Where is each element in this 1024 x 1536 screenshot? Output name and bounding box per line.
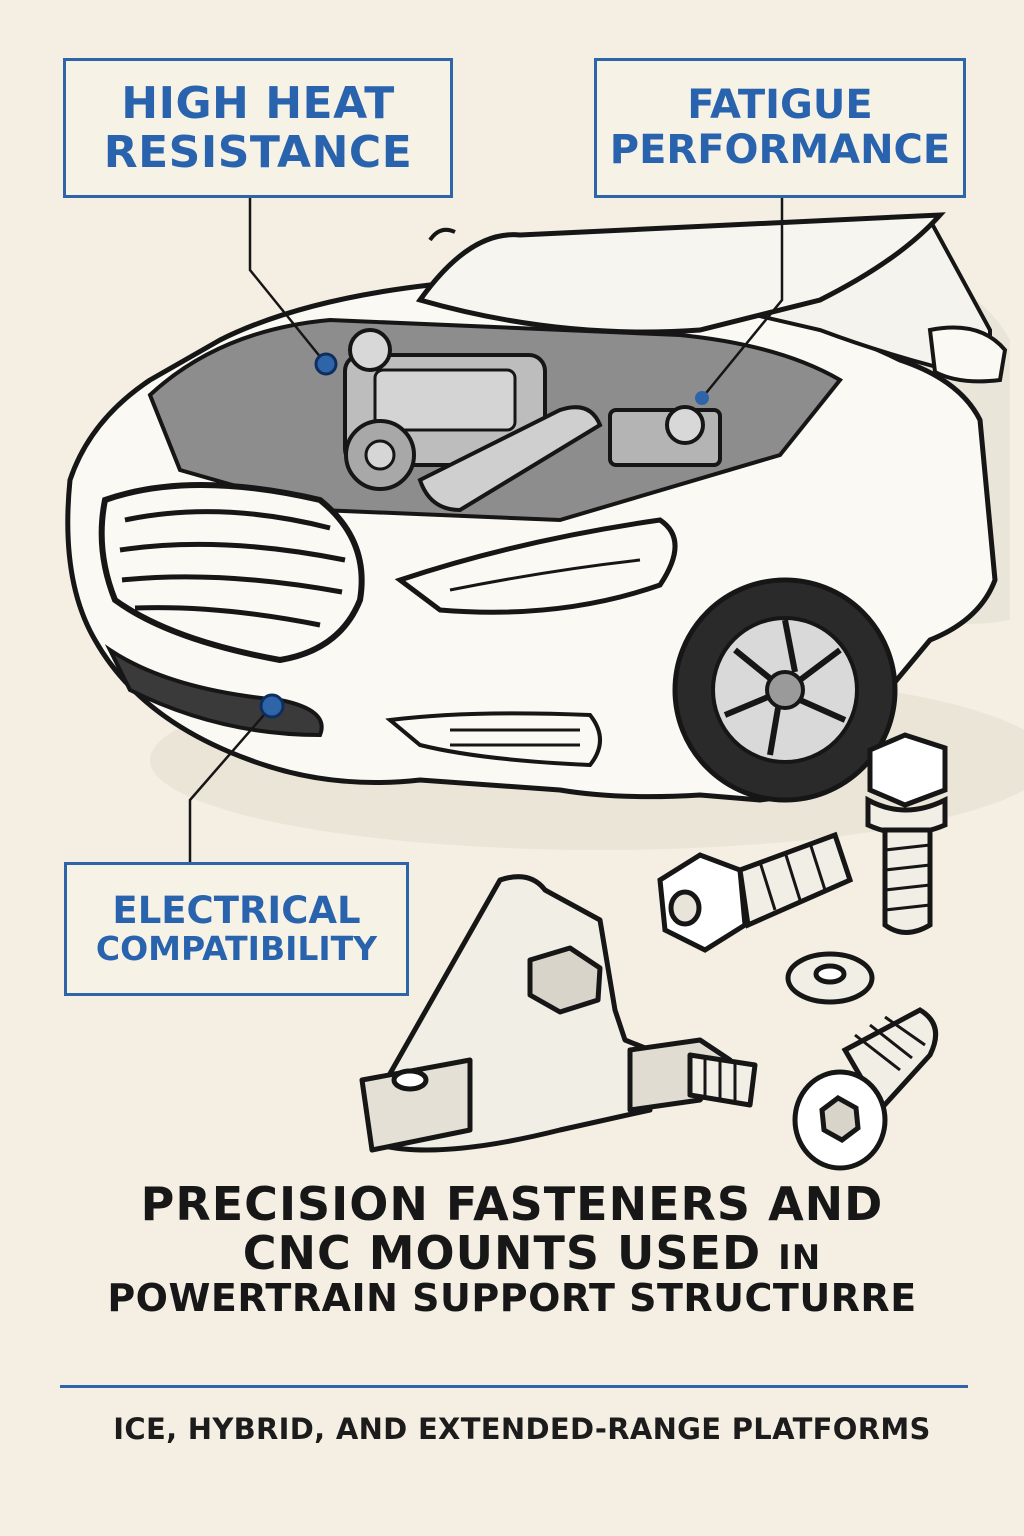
callout-line: COMPATIBILITY xyxy=(95,929,378,969)
hood-stay xyxy=(428,227,456,242)
headline: PRECISION FASTENERS AND CNC MOUNTS USED … xyxy=(0,1180,1024,1318)
leader-lines xyxy=(188,198,784,862)
side-mirror xyxy=(927,325,1008,384)
front-grille xyxy=(98,482,365,664)
headline-line-3: POWERTRAIN SUPPORT STRUCTURRE xyxy=(107,1275,917,1320)
divider-rule xyxy=(60,1385,968,1388)
socket-bolt-icon xyxy=(792,1007,939,1171)
strut-mount-left xyxy=(348,328,392,372)
callout-electrical-compatibility: ELECTRICAL COMPATIBILITY xyxy=(64,862,409,996)
washer-icon xyxy=(785,951,875,1005)
marker-dot xyxy=(314,352,338,376)
marker-dot xyxy=(695,391,709,405)
callout-line: RESISTANCE xyxy=(103,127,413,178)
strut-mount-right xyxy=(665,405,705,445)
headline-line-1: PRECISION FASTENERS AND xyxy=(140,1177,884,1231)
hex-bolt-icon xyxy=(865,732,948,935)
cnc-mount-bracket-icon xyxy=(359,874,758,1153)
marker-dot xyxy=(259,693,285,719)
headline-line-2-main: CNC MOUNTS USED xyxy=(242,1225,762,1280)
intake-tube xyxy=(417,405,603,513)
headlight xyxy=(394,517,678,615)
callout-line: PERFORMANCE xyxy=(609,127,951,173)
subheadline: ICE, HYBRID, AND EXTENDED-RANGE PLATFORM… xyxy=(113,1412,931,1446)
callout-high-heat-resistance: HIGH HEAT RESISTANCE xyxy=(63,58,453,198)
headline-line-2: CNC MOUNTS USED IN xyxy=(0,1225,1024,1280)
callout-line: FATIGUE xyxy=(687,82,873,129)
fog-light xyxy=(385,711,602,768)
callout-line: ELECTRICAL xyxy=(112,888,361,932)
open-hood xyxy=(415,212,946,335)
headline-line-2-suffix: IN xyxy=(778,1237,822,1278)
callout-fatigue-performance: FATIGUE PERFORMANCE xyxy=(594,58,966,198)
engine-cover xyxy=(373,368,517,432)
callout-line: HIGH HEAT xyxy=(121,77,395,129)
flange-bolt-icon xyxy=(657,831,854,953)
